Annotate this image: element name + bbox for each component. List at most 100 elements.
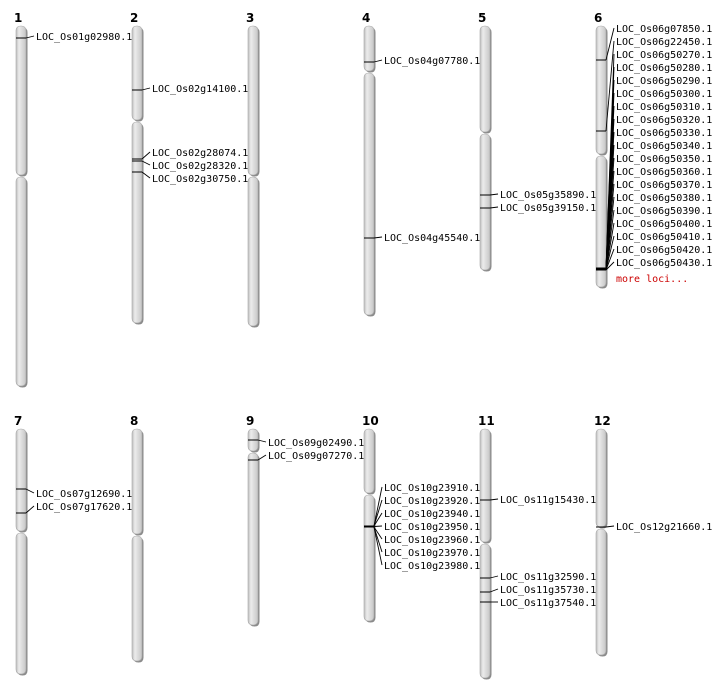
- chromosome-arm-q: [131, 535, 143, 662]
- chromosome-arm-p: [131, 428, 143, 535]
- chromosome-number: 12: [594, 414, 611, 428]
- locus-connector: [489, 206, 499, 209]
- locus-label[interactable]: LOC_Os10g23950.1: [384, 522, 480, 533]
- chromosome-number: 1: [14, 11, 22, 25]
- locus-label[interactable]: LOC_Os06g50330.1: [616, 128, 712, 139]
- locus-label[interactable]: LOC_Os02g30750.1: [152, 174, 248, 185]
- chromosome-number: 11: [478, 414, 495, 428]
- locus-label[interactable]: LOC_Os02g28320.1: [152, 161, 248, 172]
- chromosome-arm-q: [479, 543, 491, 679]
- locus-connector: [257, 439, 267, 443]
- locus-label[interactable]: LOC_Os05g39150.1: [500, 203, 596, 214]
- chromosome-number: 6: [594, 11, 602, 25]
- chromosome-number: 7: [14, 414, 22, 428]
- chromosome-arm-q: [247, 452, 259, 626]
- locus-label[interactable]: LOC_Os09g02490.1: [268, 438, 364, 449]
- chromosome-arm-p: [595, 428, 607, 528]
- locus-label[interactable]: LOC_Os06g50390.1: [616, 206, 712, 217]
- locus-label[interactable]: LOC_Os06g50310.1: [616, 102, 712, 113]
- chromosome-arm-p: [363, 25, 375, 72]
- chromosome-number: 4: [362, 11, 370, 25]
- chromosome-number: 3: [246, 11, 254, 25]
- locus-label[interactable]: LOC_Os06g50410.1: [616, 232, 712, 243]
- chromosome-arm-q: [15, 532, 27, 675]
- locus-label[interactable]: LOC_Os06g50380.1: [616, 193, 712, 204]
- locus-label[interactable]: LOC_Os06g50290.1: [616, 76, 712, 87]
- locus-label[interactable]: LOC_Os11g37540.1: [500, 598, 596, 609]
- chromosome-3: 3: [246, 11, 260, 328]
- chromosome-arm-q: [131, 121, 143, 324]
- locus-connector: [605, 235, 615, 271]
- locus-label[interactable]: LOC_Os06g50350.1: [616, 154, 712, 165]
- locus-label[interactable]: LOC_Os06g50320.1: [616, 115, 712, 126]
- locus-label[interactable]: LOC_Os10g23970.1: [384, 548, 480, 559]
- locus-label[interactable]: LOC_Os06g22450.1: [616, 37, 712, 48]
- locus-label[interactable]: LOC_Os01g02980.1: [36, 32, 132, 43]
- locus-label[interactable]: LOC_Os09g07270.1: [268, 451, 364, 462]
- locus-label[interactable]: LOC_Os05g35890.1: [500, 190, 596, 201]
- locus-label[interactable]: LOC_Os06g50370.1: [616, 180, 712, 191]
- locus-label[interactable]: LOC_Os06g50400.1: [616, 219, 712, 230]
- chromosome-2: 2LOC_Os02g14100.1LOC_Os02g28074.1LOC_Os0…: [130, 11, 248, 325]
- locus-connector: [373, 236, 383, 239]
- locus-label[interactable]: LOC_Os06g50270.1: [616, 50, 712, 61]
- locus-label[interactable]: LOC_Os10g23940.1: [384, 509, 480, 520]
- locus-connector: [141, 171, 151, 179]
- locus-label[interactable]: LOC_Os07g17620.1: [36, 502, 132, 513]
- chromosome-arm-q: [363, 72, 375, 316]
- locus-connector: [489, 193, 499, 196]
- locus-connector: [25, 505, 35, 514]
- locus-connector: [25, 35, 35, 39]
- locus-connector: [489, 498, 499, 501]
- locus-label[interactable]: LOC_Os06g50430.1: [616, 258, 712, 269]
- chromosome-arm-p: [479, 25, 491, 133]
- locus-connector: [141, 160, 151, 166]
- locus-label[interactable]: LOC_Os06g07850.1: [616, 24, 712, 35]
- locus-label[interactable]: LOC_Os07g12690.1: [36, 489, 132, 500]
- locus-connector: [605, 222, 615, 271]
- locus-label[interactable]: LOC_Os10g23920.1: [384, 496, 480, 507]
- locus-connector: [25, 488, 35, 494]
- chromosome-arm-q: [15, 176, 27, 387]
- locus-label[interactable]: LOC_Os10g23960.1: [384, 535, 480, 546]
- locus-label[interactable]: LOC_Os06g50300.1: [616, 89, 712, 100]
- chromosome-arm-q: [247, 176, 259, 327]
- locus-label[interactable]: LOC_Os11g32590.1: [500, 572, 596, 583]
- chromosome-11: 11LOC_Os11g15430.1LOC_Os11g32590.1LOC_Os…: [478, 414, 596, 680]
- locus-label[interactable]: LOC_Os04g45540.1: [384, 233, 480, 244]
- chromosome-arm-p: [131, 25, 143, 121]
- chromosome-arm-p: [247, 25, 259, 176]
- locus-label[interactable]: LOC_Os10g23980.1: [384, 561, 480, 572]
- chromosome-number: 9: [246, 414, 254, 428]
- more-loci-link[interactable]: more loci...: [616, 274, 688, 285]
- locus-connector: [373, 499, 383, 527]
- locus-label[interactable]: LOC_Os02g14100.1: [152, 84, 248, 95]
- chromosome-arm-p: [595, 25, 607, 155]
- locus-label[interactable]: LOC_Os06g50360.1: [616, 167, 712, 178]
- locus-label[interactable]: LOC_Os12g21660.1: [616, 522, 712, 533]
- locus-label[interactable]: LOC_Os06g50340.1: [616, 141, 712, 152]
- locus-connector: [605, 525, 615, 528]
- chromosome-number: 8: [130, 414, 138, 428]
- locus-label[interactable]: LOC_Os10g23910.1: [384, 483, 480, 494]
- locus-label[interactable]: LOC_Os04g07780.1: [384, 56, 480, 67]
- chromosome-arm-p: [15, 25, 27, 176]
- locus-connector: [605, 40, 615, 132]
- locus-connector: [373, 486, 383, 527]
- locus-connector: [257, 454, 267, 461]
- locus-label[interactable]: LOC_Os11g15430.1: [500, 495, 596, 506]
- chromosome-arm-q: [363, 494, 375, 622]
- locus-label[interactable]: LOC_Os06g50280.1: [616, 63, 712, 74]
- chromosome-arm-p: [479, 428, 491, 543]
- locus-label[interactable]: LOC_Os02g28074.1: [152, 148, 248, 159]
- locus-connector: [605, 27, 615, 61]
- chromosome-arm-q: [595, 528, 607, 656]
- locus-label[interactable]: LOC_Os11g35730.1: [500, 585, 596, 596]
- locus-label[interactable]: LOC_Os06g50420.1: [616, 245, 712, 256]
- locus-connector: [373, 525, 383, 527]
- chromosome-8: 8: [130, 414, 144, 663]
